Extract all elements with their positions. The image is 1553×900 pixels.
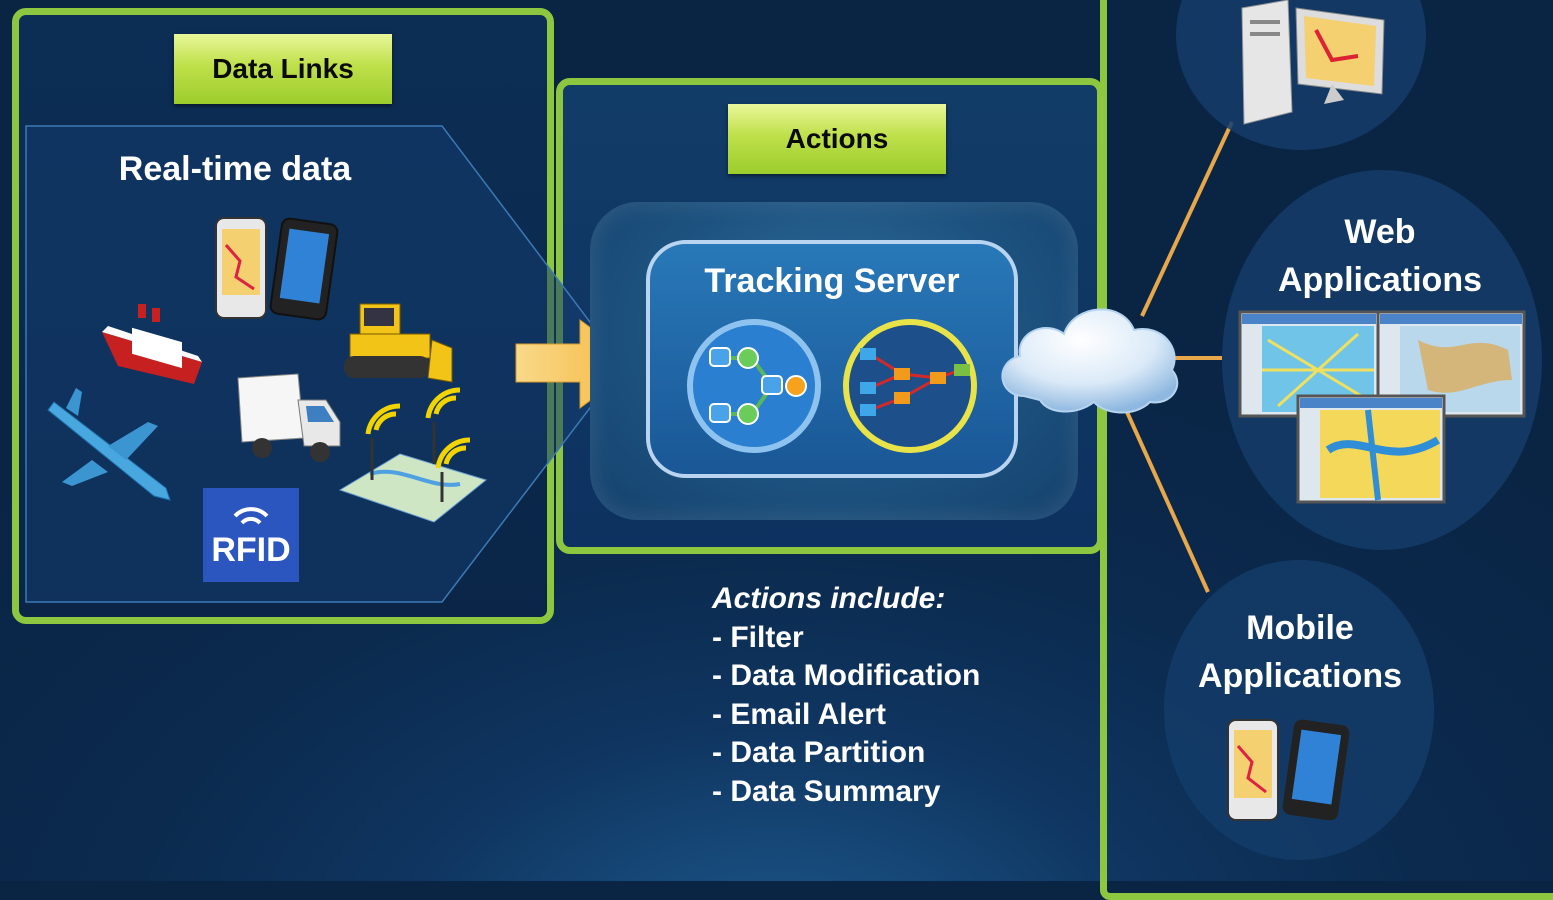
data-links-tag: Data Links bbox=[174, 34, 392, 104]
tracking-server-title: Tracking Server bbox=[704, 262, 960, 300]
airplane-icon bbox=[47, 388, 171, 501]
model-circle-icon bbox=[843, 319, 977, 453]
actions-list-item: - Data Partition bbox=[712, 736, 926, 769]
sensor-map-icon bbox=[338, 387, 488, 523]
web-applications-label: Web Applications bbox=[1240, 208, 1520, 304]
actions-tag: Actions bbox=[728, 104, 946, 174]
desktop-computer-icon bbox=[1241, 0, 1385, 125]
cloud-icon bbox=[1001, 308, 1179, 414]
wifi-icon bbox=[233, 507, 269, 525]
web-map-screens-icon bbox=[1238, 310, 1526, 504]
web-label-line2: Applications bbox=[1277, 261, 1483, 299]
actions-list-heading: Actions include: bbox=[712, 582, 946, 615]
rfid-icon: RFID bbox=[203, 488, 299, 582]
smartphone-icon bbox=[215, 217, 339, 321]
actions-list: Actions include: - Filter - Data Modific… bbox=[712, 580, 980, 811]
mobile-applications-label: Mobile Applications bbox=[1160, 604, 1440, 700]
actions-list-item: - Email Alert bbox=[712, 697, 886, 731]
bulldozer-icon bbox=[344, 303, 453, 383]
mobile-label-line1: Mobile bbox=[1246, 609, 1354, 647]
realtime-data-title: Real-time data bbox=[118, 150, 352, 188]
actions-list-item: - Filter bbox=[712, 620, 804, 654]
rfid-label: RFID bbox=[211, 531, 291, 569]
web-label-line1: Web bbox=[1344, 213, 1416, 251]
mobile-devices-icon bbox=[1227, 719, 1350, 821]
actions-list-item: - Data Summary bbox=[712, 774, 941, 808]
actions-list-item: - Data Modification bbox=[712, 659, 981, 692]
mobile-label-line2: Applications bbox=[1197, 657, 1403, 695]
ship-icon bbox=[102, 304, 202, 384]
connectors bbox=[1116, 121, 1234, 593]
workflow-circle-icon bbox=[687, 319, 821, 453]
truck-icon bbox=[237, 373, 341, 462]
